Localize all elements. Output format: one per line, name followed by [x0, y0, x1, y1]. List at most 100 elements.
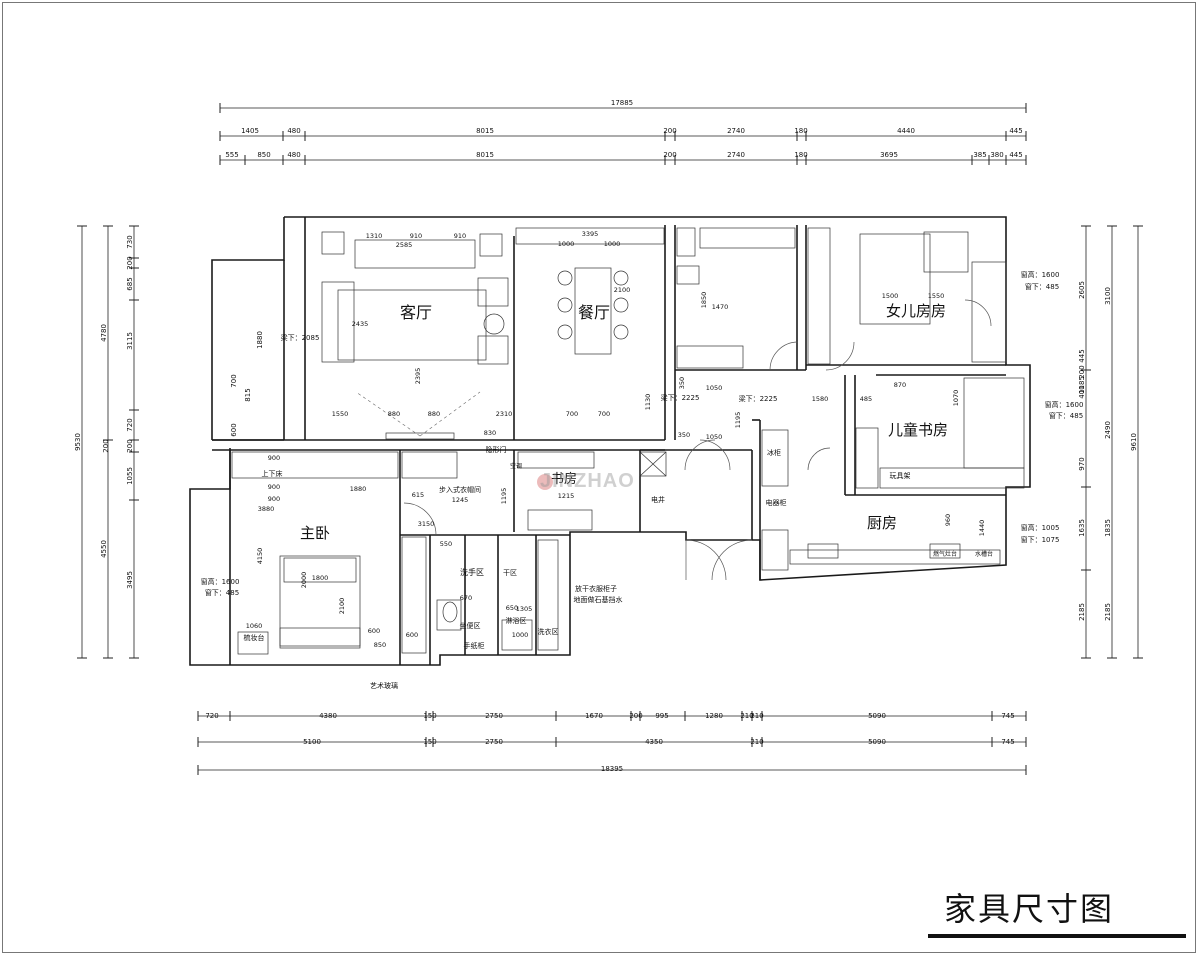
dim-right1-0: 3100	[1104, 287, 1112, 305]
dim-inner-d2000: 2000	[300, 572, 308, 589]
dim-left2-6: 815	[244, 388, 252, 401]
dim-inner-d550: 550	[440, 540, 452, 548]
label-electric_well: 电井	[651, 495, 665, 504]
dim-left2-4: 1880	[256, 331, 264, 349]
dim-top2-3: 8015	[476, 151, 494, 159]
label-shower_area: 淋浴区	[506, 616, 527, 625]
dim-inner-d880a: 880	[388, 410, 400, 418]
dim-inner-d615: 615	[412, 491, 424, 499]
label-beam_2085: 梁下：2085	[281, 333, 320, 342]
dim-top2-4: 200	[663, 151, 676, 159]
dim-top2-2: 480	[287, 151, 300, 159]
dim-inner-d2100b: 2100	[614, 286, 631, 294]
dim-inner-d650: 650	[506, 604, 518, 612]
label-clothes_note_2: 地面做石基挡水	[574, 595, 623, 604]
label-walkin_closet: 步入式衣帽间	[439, 485, 481, 494]
dim-left-total: 9530	[74, 433, 82, 451]
dim-bottom2-4: 210	[750, 738, 763, 746]
dim-inner-d2395: 2395	[414, 368, 422, 385]
dim-top2-6: 180	[794, 151, 807, 159]
dim-bottom1-5: 200	[629, 712, 642, 720]
dim-bottom-total: 18395	[601, 765, 623, 773]
dim-left2-7: 200	[126, 439, 134, 452]
dim-top2-7: 3695	[880, 151, 898, 159]
dim-left2-3: 3115	[126, 332, 134, 350]
dim-inner-d1310: 1310	[366, 232, 383, 240]
dim-top2-10: 445	[1009, 151, 1022, 159]
dim-inner-d850: 850	[374, 641, 386, 649]
dim-top1-3: 200	[663, 127, 676, 135]
dim-bottom1-8: 210	[740, 712, 753, 720]
dim-bottom1-0: 720	[205, 712, 218, 720]
dim-inner-d485: 485	[860, 395, 872, 403]
label-win_s_485c: 窗下：485	[1049, 411, 1083, 420]
dim-left2-2: 685	[126, 277, 134, 290]
dim-right2-1: 1185	[1078, 376, 1086, 394]
tv-view-lines	[355, 391, 481, 437]
label-win_h_1600a: 窗高：1600	[201, 577, 240, 586]
dim-left2-5: 700	[230, 374, 238, 387]
dim-inner-d1050a: 1050	[706, 384, 723, 392]
dim-inner-d1215: 1215	[558, 492, 575, 500]
dim-bottom2-5: 5090	[868, 738, 886, 746]
dim-right2-3: 200	[1078, 365, 1086, 378]
dim-top-total: 17885	[611, 99, 633, 107]
dim-right2-4: 400	[1078, 385, 1086, 398]
dim-bottom1-9: 210	[750, 712, 763, 720]
label-win_h_1005: 窗高：1005	[1021, 523, 1060, 532]
dim-inner-d600a: 600	[368, 627, 380, 635]
dim-inner-d1440: 1440	[978, 520, 986, 537]
dim-right-total: 9610	[1130, 433, 1138, 451]
dim-inner-d670: 670	[460, 594, 472, 602]
dim-inner-d1195b: 1195	[500, 488, 508, 505]
dim-inner-d350a: 350	[678, 377, 686, 389]
dim-inner-d1130: 1130	[644, 394, 652, 411]
label-ac: 空调	[510, 462, 522, 470]
dim-right2-5: 970	[1078, 457, 1086, 470]
dim-bottom1-4: 1670	[585, 712, 603, 720]
dim-inner-d900c: 900	[268, 495, 280, 503]
label-toilet_area: 坐便区	[460, 621, 481, 630]
dim-right2-2: 445	[1078, 349, 1086, 362]
dim-bottom1-7: 1280	[705, 712, 723, 720]
label-dry_area: 干区	[503, 569, 517, 577]
room-kitchen-label: 厨房	[867, 514, 897, 532]
label-win_s_1075: 窗下：1075	[1021, 535, 1060, 544]
dim-inner-d1550b: 1550	[928, 292, 945, 300]
dim-inner-d3395: 3395	[582, 230, 599, 238]
dim-right1-1: 2490	[1104, 421, 1112, 439]
dim-inner-d600b: 600	[406, 631, 418, 639]
dim-inner-d1245: 1245	[452, 496, 469, 504]
dim-inner-d870: 870	[894, 381, 906, 389]
dim-left2-1: 200	[126, 256, 134, 269]
label-washing: 洗手区	[460, 567, 484, 577]
label-up_down_bed: 上下床	[262, 469, 283, 478]
dim-left2-0: 730	[126, 235, 134, 248]
dim-inner-d700a: 700	[566, 410, 578, 418]
dim-left1-0: 4780	[100, 324, 108, 342]
label-win_s_485b: 窗下：485	[1025, 282, 1059, 291]
dim-left2-12: 3495	[126, 571, 134, 589]
dim-inner-d1800: 1800	[312, 574, 329, 582]
dim-bottom1-3: 2750	[485, 712, 503, 720]
dim-inner-d1195: 1195	[734, 412, 742, 429]
dim-left2-11: 1055	[126, 467, 134, 485]
dim-top1-7: 445	[1009, 127, 1022, 135]
dim-inner-d2435: 2435	[352, 320, 369, 328]
walls	[189, 216, 1031, 666]
label-sink: 水槽台	[975, 550, 993, 558]
dim-inner-d1500: 1500	[882, 292, 899, 300]
label-hidden_door: 隐形门	[486, 445, 507, 454]
dim-inner-d910b: 910	[454, 232, 466, 240]
watermark-logo-icon	[537, 474, 553, 490]
dim-right2-7: 2185	[1078, 603, 1086, 621]
dim-bottom2-0: 5100	[303, 738, 321, 746]
dim-left1-1: 4550	[100, 540, 108, 558]
dim-right2-6: 1635	[1078, 519, 1086, 537]
door-swings	[403, 299, 992, 581]
dim-left2-8: 600	[230, 423, 238, 436]
dim-top2-8: 385	[973, 151, 986, 159]
dim-top1-4: 2740	[727, 127, 745, 135]
dim-inner-d1000b: 1000	[604, 240, 621, 248]
